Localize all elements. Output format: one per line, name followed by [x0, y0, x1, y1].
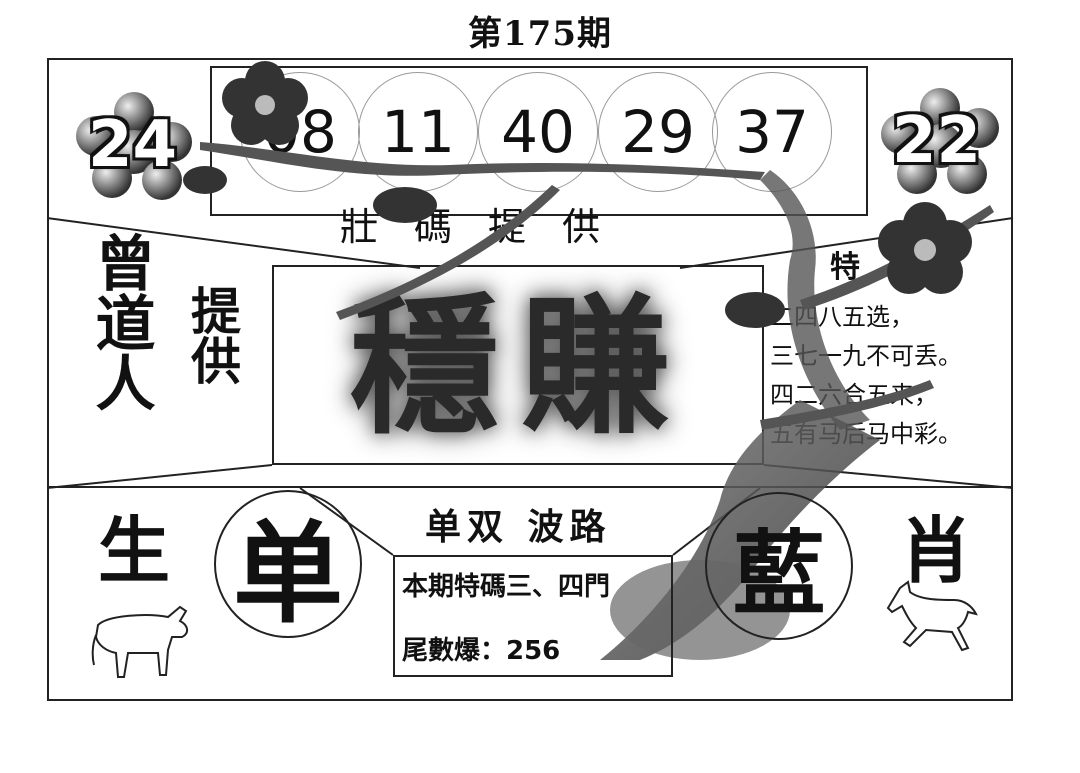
- provider-name: 曾道人: [85, 232, 155, 412]
- special-gates: 本期特碼三、四門: [402, 572, 611, 602]
- tail-numbers: 尾數爆：256: [402, 636, 561, 666]
- number-ball-4: 29: [598, 72, 718, 192]
- section-title: 单双 波路: [425, 507, 612, 548]
- number-box: [210, 66, 868, 216]
- number-ball-2: 11: [358, 72, 478, 192]
- wave-color-circle: 藍: [705, 492, 853, 640]
- left-number: 24: [88, 108, 178, 182]
- wave-color-char: 藍: [732, 520, 825, 628]
- ox-icon: [91, 605, 188, 678]
- right-number: 22: [892, 104, 982, 178]
- center-slogan: 穩賺: [349, 279, 690, 455]
- odd-even-circle: 单: [214, 490, 362, 638]
- center-box: [272, 265, 764, 465]
- odd-char: 单: [233, 510, 343, 638]
- horse-icon: [886, 580, 978, 652]
- divider-line: [47, 486, 1013, 488]
- issue-title: 第175期: [468, 14, 612, 54]
- number-ball-3: 40: [478, 72, 598, 192]
- provider-suffix: 提供: [183, 285, 241, 385]
- zodiac-right-char: 肖: [900, 509, 973, 593]
- ball-cluster-right-icon: [881, 88, 999, 194]
- ball-cluster-left-icon: [76, 92, 192, 200]
- info-box: [393, 555, 673, 677]
- zodiac-left-char: 生: [98, 509, 171, 593]
- outer-frame: [47, 58, 1013, 701]
